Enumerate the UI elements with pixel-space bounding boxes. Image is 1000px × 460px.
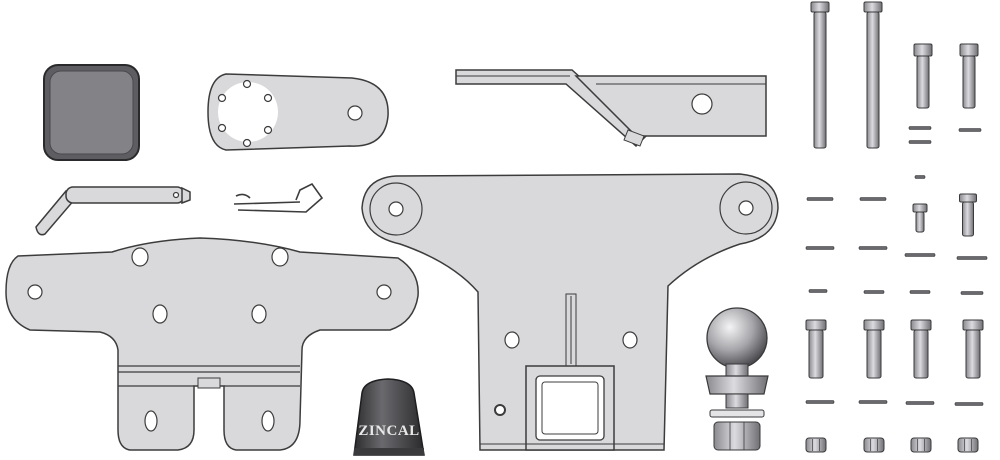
socket-mounting-plate: [207, 73, 389, 151]
hex-nut: [957, 437, 979, 453]
washer: [904, 253, 936, 257]
washer: [958, 128, 982, 132]
washer: [808, 289, 828, 293]
short-bolt: [959, 43, 979, 109]
fastener-hardware: [805, 1, 988, 453]
washer: [908, 126, 932, 130]
washer: [858, 246, 888, 250]
washer: [905, 401, 935, 405]
washer: [954, 402, 984, 406]
long-bolt: [810, 1, 830, 149]
washer: [805, 246, 835, 250]
hex-nut: [910, 437, 932, 453]
long-bolt: [863, 1, 883, 149]
washer: [956, 256, 988, 260]
receiver-mounting-plate: [361, 173, 779, 451]
washer: [859, 197, 887, 201]
tow-ball: [705, 307, 769, 451]
medium-bolt: [863, 319, 885, 379]
small-bolt: [912, 203, 928, 233]
medium-bolt: [805, 319, 827, 379]
cap-brand-label: ZINCAL: [358, 423, 419, 439]
receiver-cover: [43, 64, 140, 161]
washer: [909, 290, 931, 294]
small-bolt: [959, 193, 977, 237]
tow-ball-cap: ZINCAL: [353, 378, 425, 456]
washer: [914, 175, 926, 179]
washer: [806, 197, 834, 201]
hex-nut: [863, 437, 885, 453]
hitch-pin: [35, 186, 191, 236]
short-bolt: [913, 43, 933, 109]
washer: [908, 140, 932, 144]
r-clip: [233, 182, 324, 213]
washer: [805, 400, 835, 404]
drop-bar: [455, 69, 767, 148]
washer: [863, 290, 885, 294]
medium-bolt: [962, 319, 984, 379]
hex-nut: [805, 437, 827, 453]
lower-left-bracket: [5, 237, 419, 451]
washer: [858, 400, 888, 404]
medium-bolt: [910, 319, 932, 379]
washer: [960, 291, 984, 295]
